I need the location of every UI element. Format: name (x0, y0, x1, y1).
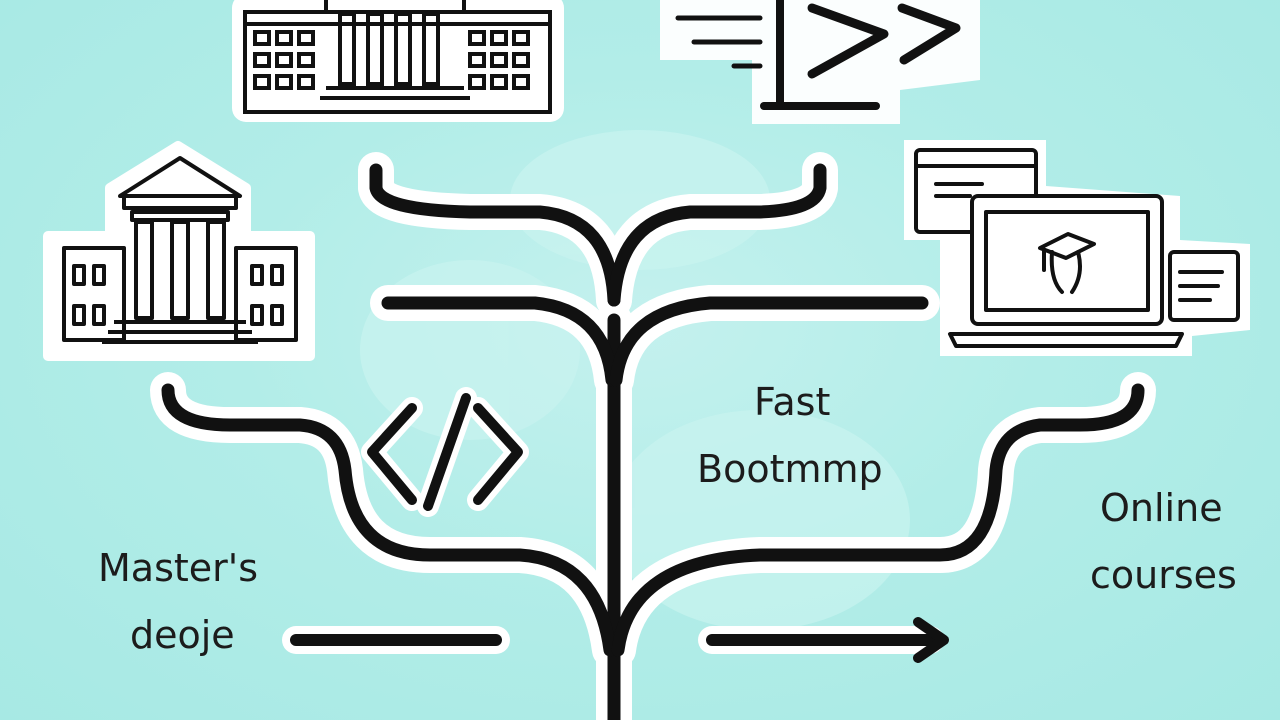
fast-bootcamp-label-line-2: Bootmmp (697, 447, 883, 491)
branch-top-left (369, 163, 621, 307)
masters-degree-label-line-1: Master's (98, 546, 259, 590)
university-left-windows (253, 30, 315, 90)
laptop-graduate-icon (904, 140, 1250, 356)
branch-mid-right (609, 296, 929, 387)
branch-tree-lines (161, 163, 1145, 720)
bank-building-icon (43, 141, 315, 361)
university-building-icon (232, 0, 564, 122)
online-courses-label-line-1: Online (1100, 486, 1223, 530)
university-right-windows (468, 30, 530, 90)
branch-lower-left (161, 383, 617, 657)
online-arrow-head (913, 617, 949, 663)
branch-top-right (607, 163, 827, 307)
fast-forward-icon (660, 0, 980, 124)
online-courses-label-line-2: courses (1090, 553, 1237, 597)
masters-degree-label-line-2: deoje (130, 613, 235, 657)
code-brackets-icon (361, 387, 529, 517)
fast-bootcamp-label-line-1: Fast (754, 380, 831, 424)
bottom-connectors (282, 617, 949, 663)
branch-lower-right (611, 383, 1145, 657)
branch-mid-left (381, 296, 619, 387)
